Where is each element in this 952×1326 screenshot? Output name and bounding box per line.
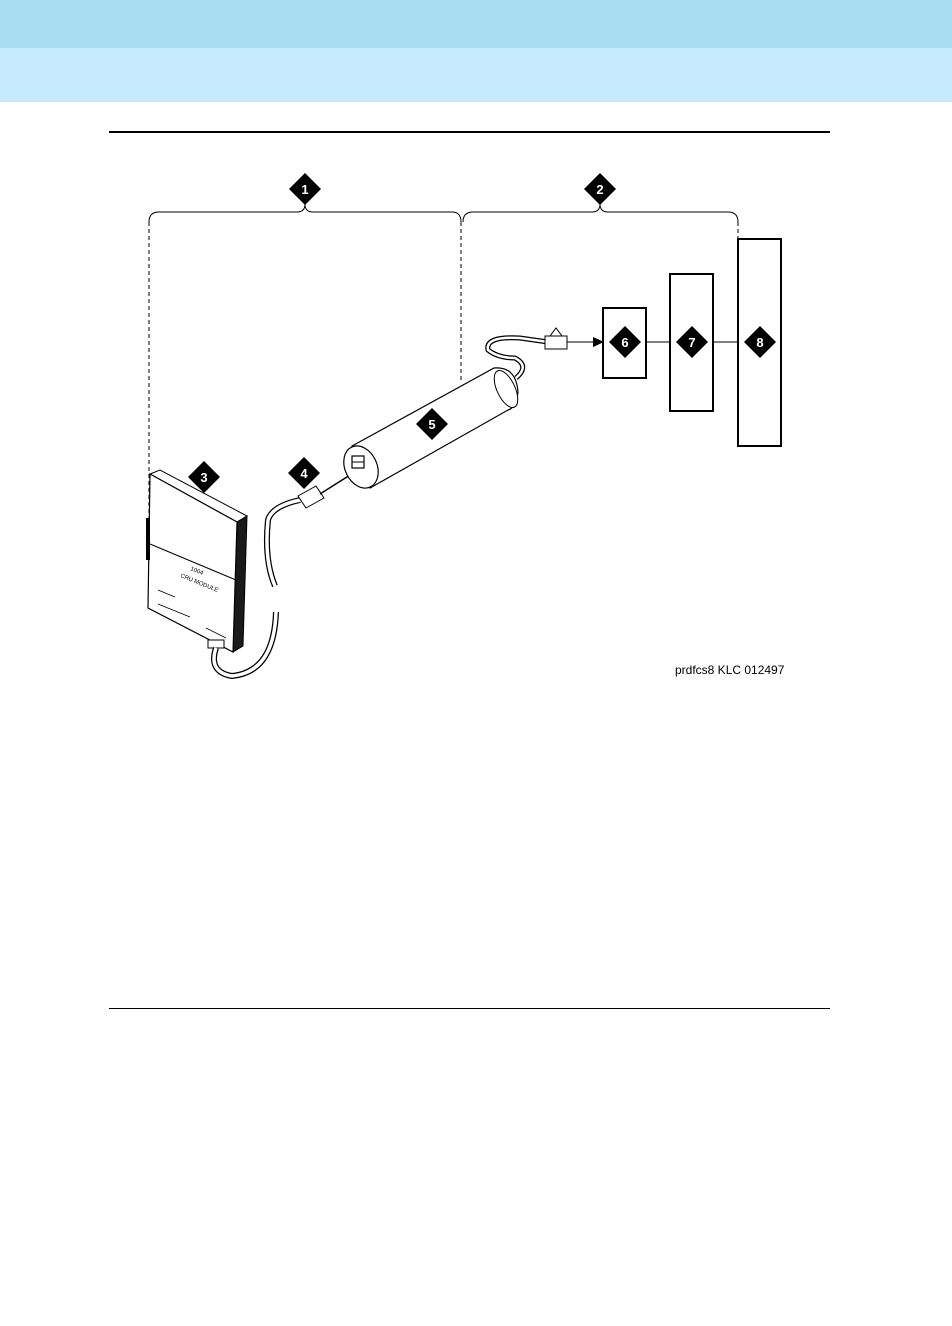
svg-text:3: 3 <box>200 470 207 485</box>
svg-text:2: 2 <box>596 182 603 197</box>
svg-text:6: 6 <box>621 335 628 350</box>
callout-marker-1: 1 <box>289 173 321 205</box>
adapter-plug <box>545 328 604 349</box>
svg-text:1: 1 <box>301 182 308 197</box>
callout-marker-4: 4 <box>288 457 320 489</box>
cru-module-device: 1004 CRU MODULE <box>146 470 247 652</box>
svg-text:5: 5 <box>428 417 435 432</box>
brace-2 <box>463 204 738 222</box>
brace-1 <box>149 204 461 222</box>
bottom-rule <box>109 1008 830 1009</box>
svg-text:7: 7 <box>688 335 695 350</box>
callout-marker-2: 2 <box>584 173 616 205</box>
svg-text:4: 4 <box>300 466 308 481</box>
svg-text:8: 8 <box>756 335 763 350</box>
figure-id: prdfcs8 KLC 012497 <box>675 663 785 677</box>
dashed-extension-lines <box>149 222 738 520</box>
